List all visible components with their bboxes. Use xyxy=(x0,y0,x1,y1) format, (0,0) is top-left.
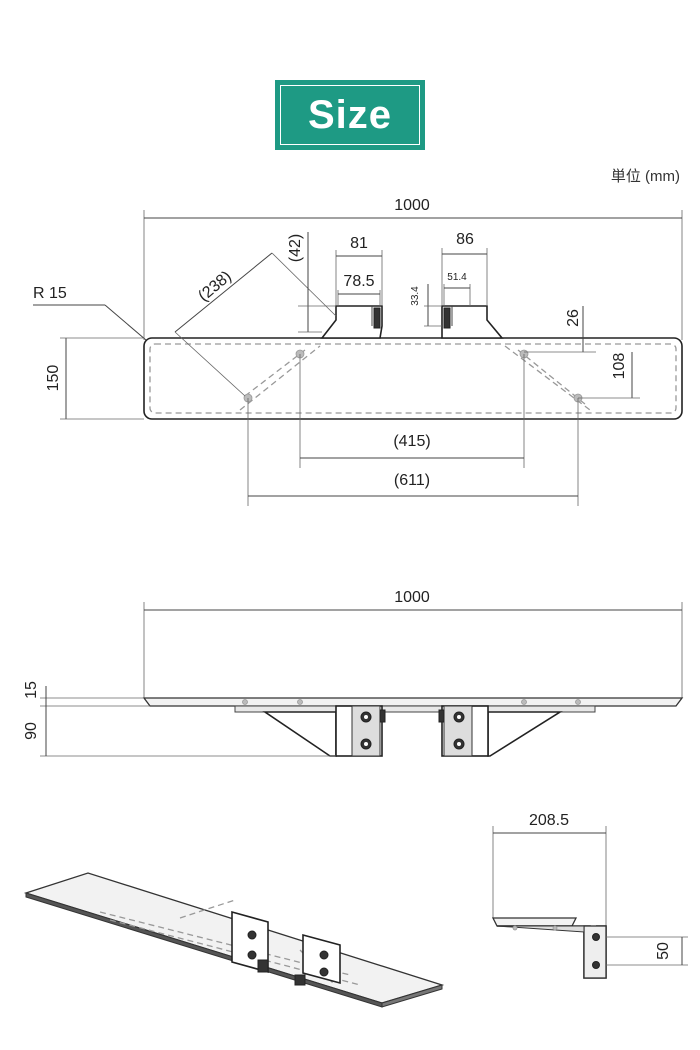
unit-label: 単位 (mm) xyxy=(610,168,680,185)
top-inner-span-label: (415) xyxy=(393,433,430,450)
front-shelf-plate xyxy=(142,697,684,707)
top-right-bracket-outer-label: 86 xyxy=(456,231,474,248)
front-height-label: 90 xyxy=(23,722,40,740)
top-offset-label: (42) xyxy=(287,234,304,262)
size-title-badge: Size xyxy=(275,80,425,150)
top-left-bracket-outer-label: 81 xyxy=(350,235,368,252)
front-right-arm xyxy=(487,711,563,757)
side-bracket-plate xyxy=(583,925,607,979)
top-side-offset-label: 26 xyxy=(565,309,582,327)
top-corner-radius-label: R 15 xyxy=(33,285,67,302)
top-shelf-plate xyxy=(143,337,683,420)
top-view: 1000 (238) (42) xyxy=(33,197,683,506)
front-width-label: 1000 xyxy=(394,589,430,606)
top-width-label: 1000 xyxy=(394,197,430,214)
top-bracket-height-label: 33.4 xyxy=(410,286,421,306)
perspective-view xyxy=(23,872,445,1008)
side-shelf-plate xyxy=(491,917,578,927)
front-view: 1000 15 90 xyxy=(23,589,684,757)
front-left-arm xyxy=(262,711,337,757)
top-left-bracket-inner-label: 78.5 xyxy=(343,273,374,290)
side-height-label: 50 xyxy=(655,942,672,960)
top-left-bracket xyxy=(320,305,383,339)
size-title: Size xyxy=(307,92,393,137)
front-support-bar xyxy=(234,705,596,713)
top-right-bracket-tab xyxy=(443,307,451,329)
top-right-bracket-inner-label: 51.4 xyxy=(447,272,467,283)
top-shelf-dashed-outline xyxy=(149,343,677,414)
top-right-bracket xyxy=(441,305,504,339)
front-thickness-label: 15 xyxy=(23,681,40,699)
top-arm-depth-label: 108 xyxy=(611,353,628,380)
side-view: 208.5 50 xyxy=(491,812,688,979)
top-left-bracket-tab xyxy=(373,307,381,329)
top-depth-label: 150 xyxy=(45,365,62,392)
perspective-right-bracket xyxy=(302,933,341,985)
top-outer-span-label: (611) xyxy=(394,472,430,489)
side-depth-label: 208.5 xyxy=(529,812,569,829)
